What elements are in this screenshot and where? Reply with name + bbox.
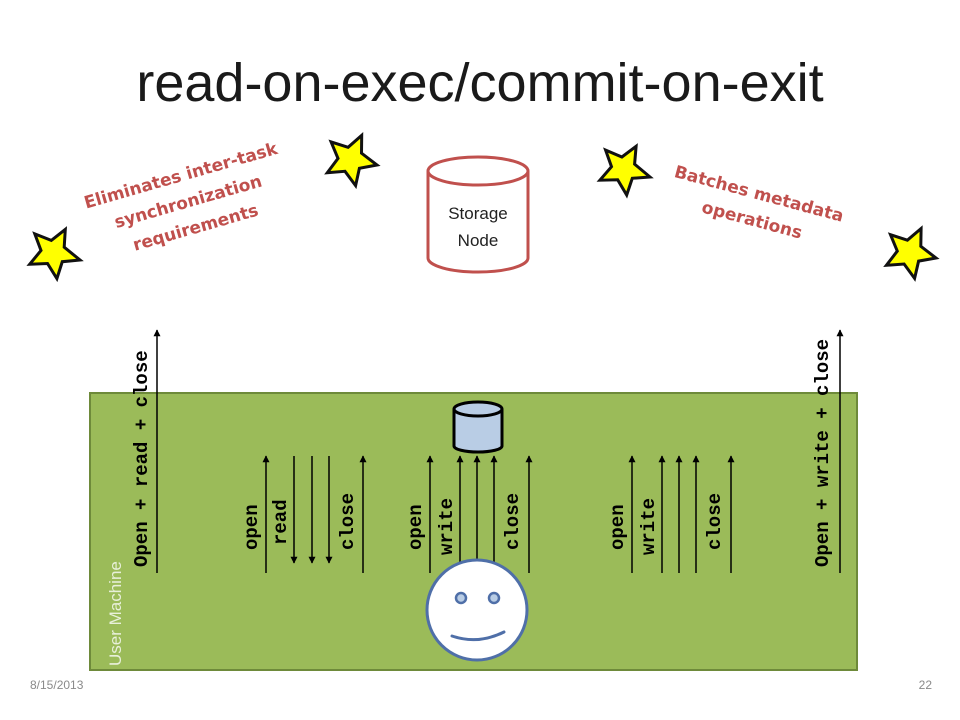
label-close-3: close xyxy=(704,493,726,550)
label-write-2: write xyxy=(436,498,458,555)
label-close-1: close xyxy=(337,493,359,550)
callout-left: Eliminates inter-task synchronization re… xyxy=(82,139,281,256)
label-open-2: open xyxy=(405,504,427,550)
storage-node-label-line1: Storage xyxy=(448,204,508,223)
star-icon xyxy=(26,226,84,283)
slide-date: 8/15/2013 xyxy=(30,678,84,692)
database-icon xyxy=(452,400,504,454)
callout-right: Batches metadata operations xyxy=(672,162,846,243)
label-open-write-close: Open + write + close xyxy=(812,339,834,567)
star-icon xyxy=(324,132,381,190)
smiley-face-icon xyxy=(425,558,529,662)
user-machine-label: User Machine xyxy=(106,561,125,666)
slide-page-number: 22 xyxy=(918,678,932,692)
star-icon xyxy=(883,225,940,282)
label-read-1: read xyxy=(270,499,292,545)
slide-title: read-on-exec/commit-on-exit xyxy=(136,53,824,113)
label-close-2: close xyxy=(502,493,524,550)
storage-node-label-line2: Node xyxy=(458,231,499,250)
label-open-1: open xyxy=(241,504,263,550)
star-icon xyxy=(596,143,654,199)
label-open-read-close: Open + read + close xyxy=(131,350,153,567)
label-write-3: write xyxy=(638,498,660,555)
label-open-3: open xyxy=(607,504,629,550)
storage-node-cylinder: Storage Node xyxy=(426,155,530,274)
